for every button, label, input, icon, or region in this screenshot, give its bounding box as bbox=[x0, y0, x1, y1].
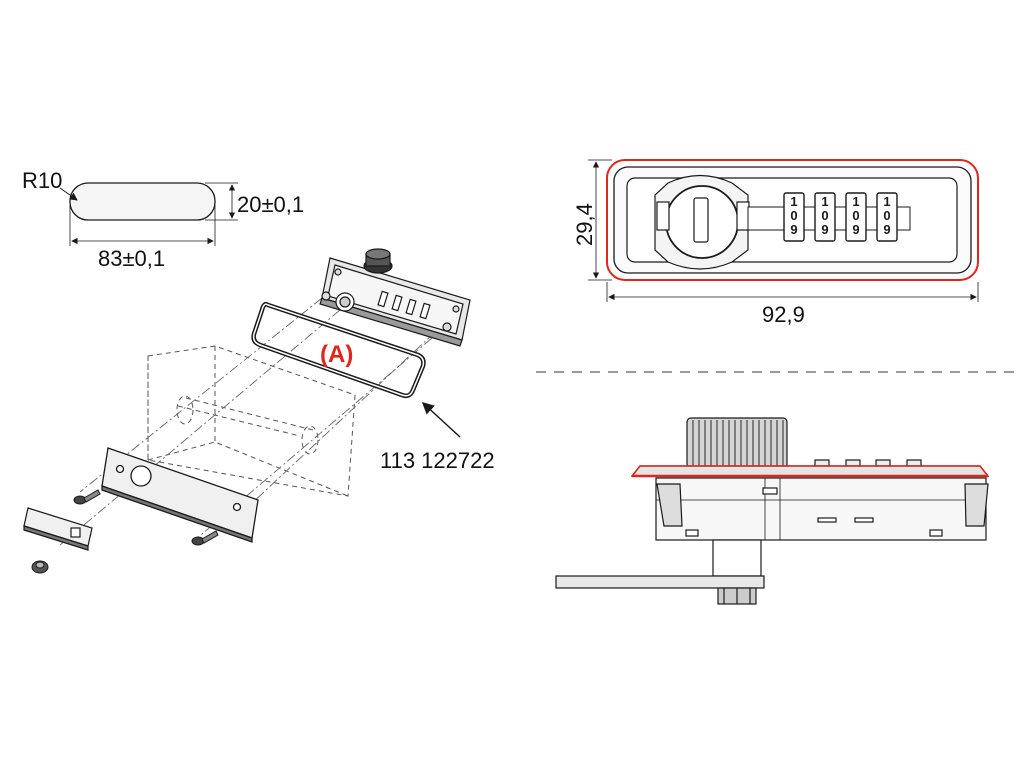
fv-width-label: 92,9 bbox=[762, 302, 805, 327]
panel-phantom bbox=[147, 345, 356, 497]
cam-plate bbox=[23, 507, 93, 551]
dial-digit: 0 bbox=[883, 208, 890, 223]
cutout-width-label: 83±0,1 bbox=[98, 246, 165, 271]
combination-dial: 109 bbox=[814, 192, 836, 242]
cutout-dimension-view: R10 20±0,1 83±0,1 bbox=[22, 168, 304, 271]
flange-highlight-edge bbox=[631, 465, 989, 477]
part-number-label: 113 122722 bbox=[380, 448, 495, 473]
lock-body-iso bbox=[319, 248, 471, 347]
combination-dial: 109 bbox=[845, 192, 867, 242]
dial-digit: 9 bbox=[790, 222, 797, 237]
radius-leader bbox=[59, 187, 78, 201]
gasket-callout: (A) bbox=[320, 341, 353, 368]
front-outline-highlight bbox=[606, 159, 979, 281]
radius-label: R10 bbox=[22, 168, 62, 193]
shaft bbox=[712, 539, 762, 577]
dial-bump bbox=[875, 459, 891, 467]
combination-dial: 109 bbox=[783, 192, 805, 242]
dial-digit: 1 bbox=[790, 194, 797, 209]
knob bbox=[686, 417, 788, 469]
dial-bump bbox=[906, 459, 922, 467]
screw-left bbox=[73, 489, 101, 505]
fv-height-label: 29,4 bbox=[572, 203, 597, 246]
clip-left bbox=[656, 483, 683, 527]
nut bbox=[31, 560, 49, 574]
cam-blade bbox=[555, 575, 765, 589]
side-view bbox=[555, 417, 990, 605]
knob-ridges bbox=[692, 420, 784, 466]
exploded-view: (A) bbox=[23, 248, 495, 574]
dial-digit: 9 bbox=[852, 222, 859, 237]
combination-dial: 109 bbox=[876, 192, 898, 242]
dial-digit: 1 bbox=[883, 194, 890, 209]
dial-digit: 1 bbox=[852, 194, 859, 209]
dial-digit: 1 bbox=[821, 194, 828, 209]
dial-bump bbox=[814, 459, 830, 467]
dial-digit: 9 bbox=[821, 222, 828, 237]
key-cylinder bbox=[654, 174, 750, 270]
dial-digit: 0 bbox=[852, 208, 859, 223]
cutout-height-label: 20±0,1 bbox=[237, 192, 304, 217]
cutout-slot-outline bbox=[69, 182, 216, 221]
dial-bump bbox=[845, 459, 861, 467]
part-number-arrow bbox=[421, 401, 461, 438]
flange bbox=[630, 465, 990, 477]
screw-right bbox=[191, 530, 219, 546]
clip-right bbox=[964, 483, 989, 527]
dial-digit: 0 bbox=[821, 208, 828, 223]
dial-digit: 9 bbox=[883, 222, 890, 237]
gasket-ring bbox=[251, 301, 426, 399]
dial-digit: 0 bbox=[790, 208, 797, 223]
back-plate bbox=[101, 447, 259, 543]
